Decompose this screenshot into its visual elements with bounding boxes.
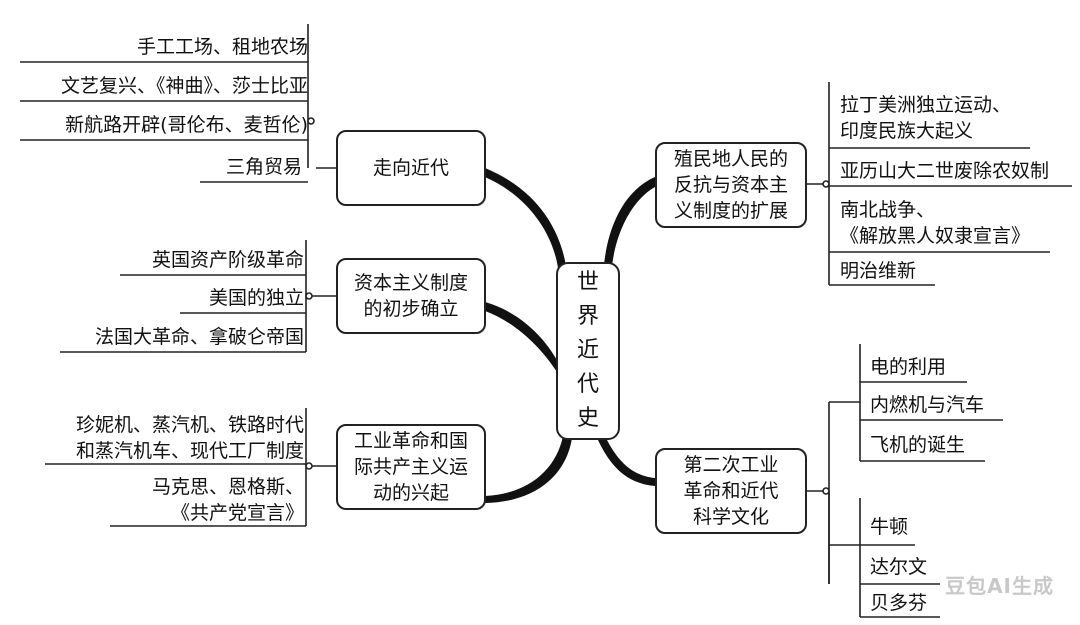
curve-to-b4	[604, 177, 655, 266]
leaf-american-independence: 美国的独立	[208, 287, 304, 309]
leaf-beethoven: 贝多芬	[870, 592, 928, 614]
leaf-french-revolution: 法国大革命、拿破仑帝国	[94, 326, 304, 348]
leaf-alexander-ii-reform: 亚历山大二世废除农奴制	[840, 160, 1050, 182]
branch-node-toward-modern: 走向近代	[336, 130, 486, 206]
leaf-electricity: 电的利用	[870, 356, 947, 378]
leaf-english-revolution: 英国资产阶级革命	[151, 249, 304, 271]
leaf-new-sea-routes: 新航路开辟(哥伦布、麦哲伦)	[65, 114, 308, 136]
branch-node-second-industrial-revolution: 第二次工业 革命和近代 科学文化	[655, 448, 807, 534]
center-node-world-modern-history: 世 界 近 代 史	[556, 262, 620, 440]
leaf-marx-engels: 马克思、恩格斯、 《共产党宣言》	[151, 476, 304, 524]
leaf-darwin: 达尔文	[870, 556, 928, 578]
leaf-newton: 牛顿	[870, 516, 909, 538]
leaf-latin-america-india: 拉丁美洲独立运动、 印度民族大起义	[840, 94, 1012, 142]
leaf-triangular-trade: 三角贸易	[225, 156, 302, 178]
leaf-renaissance: 文艺复兴、《神曲》、莎士比亚	[60, 75, 308, 97]
curve-to-b2	[485, 302, 558, 372]
curve-to-b1	[485, 168, 566, 268]
branch-node-capitalism-established: 资本主义制度 的初步确立	[336, 258, 486, 334]
branch-node-industrial-revolution: 工业革命和国 际共产主义运 动的兴起	[336, 424, 486, 510]
watermark-label: 豆包AI生成	[945, 574, 1054, 598]
leaf-airplane: 飞机的诞生	[870, 434, 966, 456]
curve-to-b3	[485, 436, 572, 503]
curve-to-b5	[598, 438, 655, 486]
leaf-meiji-restoration: 明治维新	[840, 260, 917, 282]
leaf-internal-combustion-car: 内燃机与汽车	[870, 394, 985, 416]
branch-node-colonial-resistance: 殖民地人民的 反抗与资本主 义制度的扩展	[655, 142, 807, 228]
leaf-american-civil-war: 南北战争、 《解放黑人奴隶宣言》	[840, 199, 1031, 247]
leaf-handicraft-workshops: 手工工场、租地农场	[136, 36, 308, 58]
leaf-first-industrial-inventions: 珍妮机、蒸汽机、铁路时代 和蒸汽机车、现代工厂制度	[75, 414, 304, 462]
